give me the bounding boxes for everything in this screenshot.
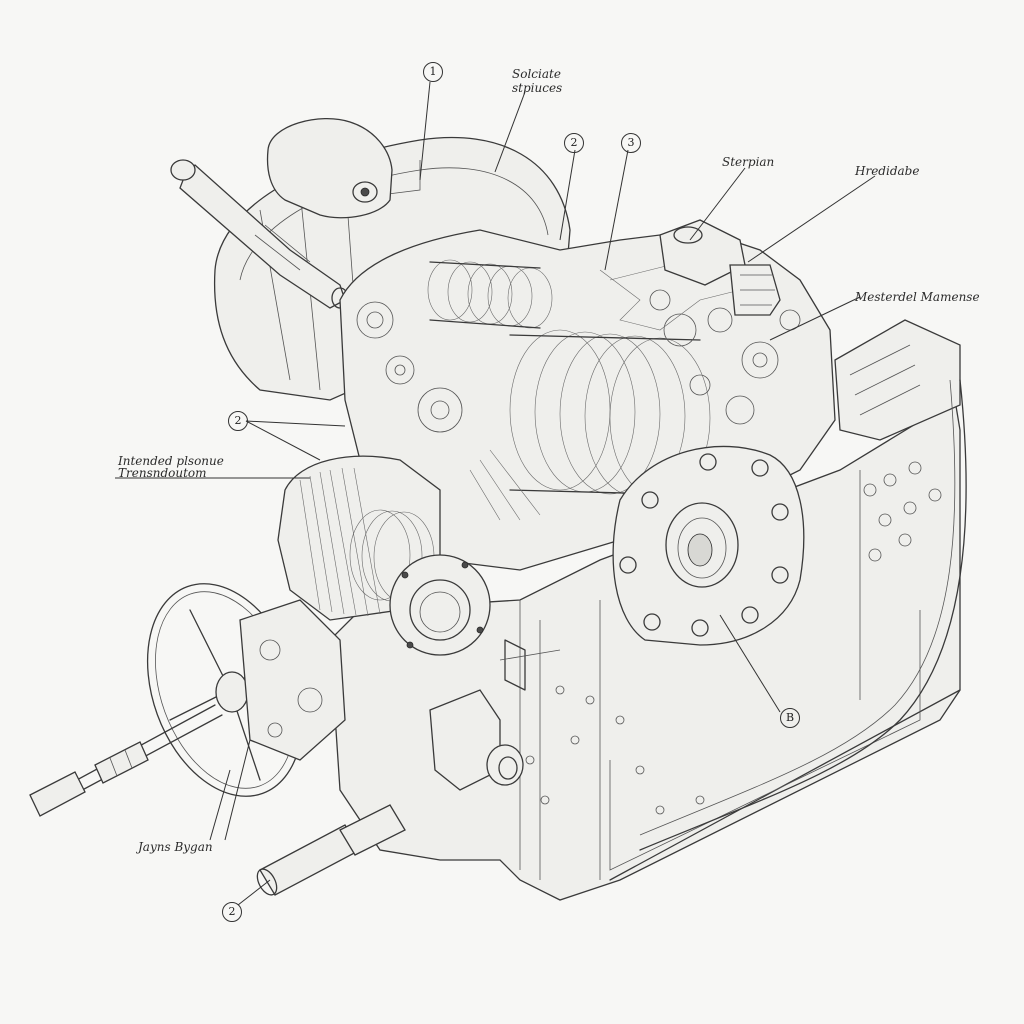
label-intended-1: Intended plsonue	[118, 454, 224, 468]
callout-b: B	[780, 708, 800, 728]
coil-winding	[277, 455, 491, 656]
steering-wheel	[29, 583, 406, 896]
flange-plate	[612, 445, 805, 646]
callout-1-top: 1	[423, 62, 443, 82]
callout-2-left: 2	[228, 411, 248, 431]
label-solicite-2: stpiuces	[512, 81, 563, 95]
front-fitting	[429, 639, 561, 791]
callout-bottom: 2	[222, 902, 242, 922]
label-mesterdel: Mesterdel Mamense	[855, 290, 980, 304]
label-hredidabe: Hredidabe	[855, 164, 920, 178]
label-jayns-bygan: Jayns Bygan	[138, 840, 213, 854]
label-sterpian: Sterpian	[722, 155, 775, 169]
label-intended-2: Trensndoutom	[118, 466, 207, 480]
leader-lines	[115, 81, 876, 906]
callout-2-top: 2	[564, 133, 584, 153]
callout-3-top: 3	[621, 133, 641, 153]
label-solicite-1: Solciate	[512, 67, 561, 81]
